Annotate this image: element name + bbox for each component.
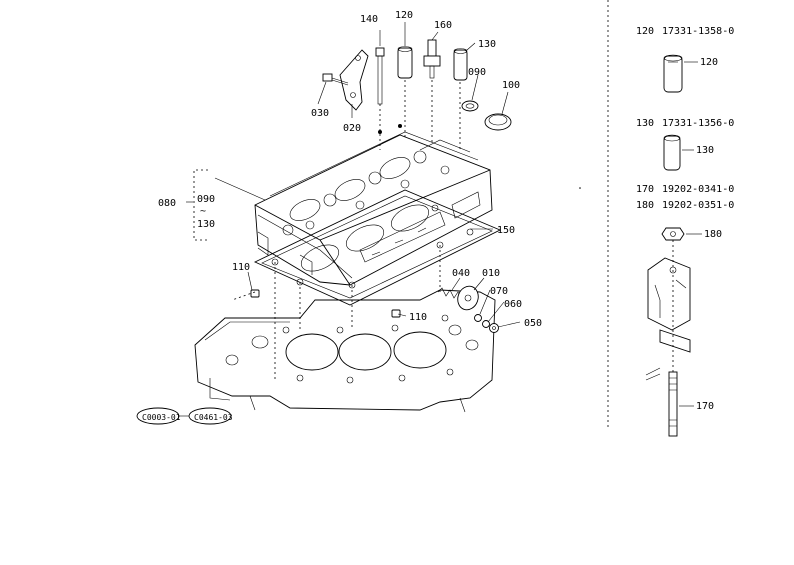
part-no-120: 17331-1358-0	[662, 26, 734, 37]
detail-nut-180: 180	[661, 227, 722, 241]
stud-140-drawing	[375, 47, 385, 105]
part-no-130: 17331-1356-0	[662, 118, 734, 129]
spring-040-drawing	[437, 287, 463, 301]
bracket-020-drawing	[339, 49, 369, 111]
part-no-180: 19202-0351-0	[662, 200, 734, 211]
ref-link-1[interactable]: C0003-01	[136, 407, 181, 425]
bolt-030-drawing	[322, 73, 349, 86]
head-gasket-drawing	[253, 189, 502, 306]
callout-030: 030	[311, 108, 329, 119]
callout-120: 120	[395, 10, 413, 21]
seal-090-drawing	[461, 100, 479, 112]
callout-090-group: 090	[197, 194, 215, 205]
detail-bracket	[647, 257, 691, 353]
group-bracket-080	[193, 169, 208, 241]
callout-110-left: 110	[232, 262, 250, 273]
callout-tilde: ~	[200, 206, 206, 217]
detail-bushing-130: 130	[663, 134, 714, 171]
part-070-drawing	[474, 314, 482, 322]
part-ref-120: 120	[636, 26, 654, 37]
callout-130-group: 130	[197, 219, 215, 230]
part-ref-130: 130	[636, 118, 654, 129]
bushing-120-drawing	[397, 46, 413, 79]
assembly-dash-lines	[231, 80, 461, 380]
callout-160: 160	[434, 20, 452, 31]
part-no-170: 19202-0341-0	[662, 184, 734, 195]
callout-090: 090	[468, 67, 486, 78]
engine-block-drawing	[194, 289, 496, 413]
plug-110-left-drawing	[250, 289, 260, 298]
ref-link-2[interactable]: C0461-03	[188, 407, 233, 425]
callout-060: 060	[504, 299, 522, 310]
callout-010: 010	[482, 268, 500, 279]
callout-020: 020	[343, 123, 361, 134]
detail-bushing-120: 120	[663, 54, 718, 93]
callout-050: 050	[524, 318, 542, 329]
detail-hint-line	[645, 367, 661, 376]
part-ref-180: 180	[636, 200, 654, 211]
callout-140: 140	[360, 14, 378, 25]
part-ref-170: 170	[636, 184, 654, 195]
stray-dot	[579, 187, 581, 189]
nut-050-drawing	[489, 323, 499, 333]
callout-130: 130	[478, 39, 496, 50]
callout-040: 040	[452, 268, 470, 279]
detail-callout-130: 130	[696, 145, 714, 156]
plug-110-right-drawing	[391, 309, 401, 318]
callout-100: 100	[502, 80, 520, 91]
callout-110-right: 110	[409, 312, 427, 323]
detail-hint-line-2	[645, 373, 661, 381]
leader-lines	[186, 22, 521, 328]
ref-label-1: C0003-01	[142, 413, 181, 422]
detail-callout-170: 170	[696, 401, 714, 412]
detail-callout-120: 120	[700, 57, 718, 68]
cylinder-head-drawing	[254, 124, 493, 286]
ref-label-2: C0461-03	[194, 413, 233, 422]
bushing-130-drawing	[453, 48, 468, 81]
callout-150: 150	[497, 225, 515, 236]
part-060-drawing	[482, 320, 490, 328]
fitting-160-drawing	[423, 39, 441, 79]
washer-010-drawing	[457, 285, 479, 311]
plug-100-drawing	[484, 113, 512, 131]
detail-stud-170: 170	[668, 240, 714, 437]
callout-080: 080	[158, 198, 176, 209]
detail-callout-180: 180	[704, 229, 722, 240]
callout-070: 070	[490, 286, 508, 297]
